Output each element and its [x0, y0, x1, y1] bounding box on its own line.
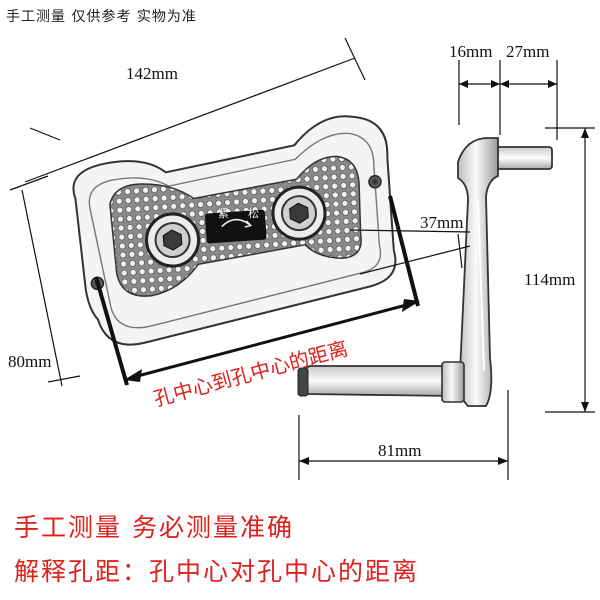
crank-arm	[457, 137, 499, 407]
dim-offset-b-label: 27mm	[506, 42, 550, 61]
crank-knob	[302, 365, 453, 397]
dim-offset-a-label: 16mm	[449, 42, 493, 61]
mount-hole-right	[368, 175, 382, 189]
hex-bolt-right	[289, 202, 309, 224]
header-caption: 手工测量 仅供参考 实物为准	[6, 9, 197, 25]
footer-line-1: 手工测量 务必测量准确	[14, 513, 294, 542]
direction-plate	[205, 209, 267, 244]
dim-width-label: 80mm	[8, 352, 52, 371]
base-plate	[72, 115, 397, 346]
footer-line-2: 解释孔距：孔中心对孔中心的距离	[14, 557, 420, 586]
direction-mark-tighten: 紧	[218, 207, 229, 220]
hole-distance-indicator	[94, 195, 420, 386]
crank-handle	[297, 137, 553, 407]
direction-marks: 紧 松	[208, 201, 264, 225]
dim-thickness-label: 37mm	[420, 213, 464, 232]
hex-bolt-left	[162, 229, 183, 251]
dim-crank-length-label: 81mm	[378, 441, 422, 460]
direction-arrow-icon	[221, 218, 251, 228]
dimension-arrowheads	[299, 80, 589, 465]
dim-length-label: 142mm	[126, 64, 178, 83]
direction-mark-loosen: 松	[248, 207, 259, 220]
crank-shaft-top	[493, 146, 553, 170]
plate-inner-rim	[88, 132, 382, 329]
crank-knob-collar	[441, 361, 465, 403]
dim-height-label: 114mm	[524, 270, 576, 289]
